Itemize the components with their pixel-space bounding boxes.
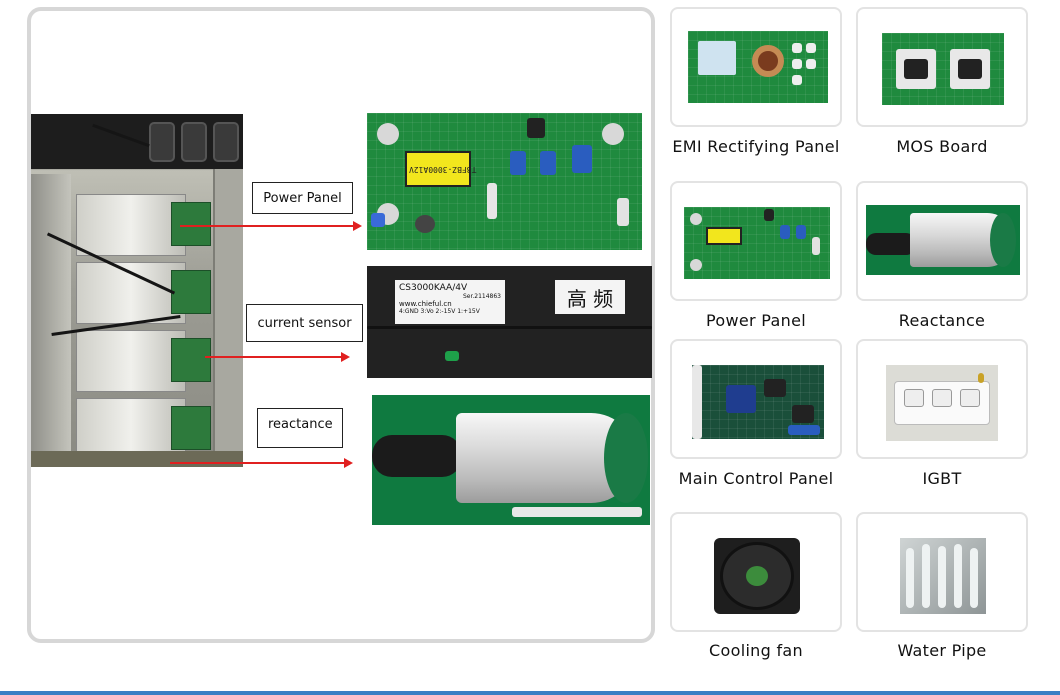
card-emi-rectifying-panel[interactable]: [670, 7, 842, 127]
sensor-model-text: CS3000KAA/4V: [399, 283, 468, 293]
arrow-current-sensor: [205, 356, 342, 358]
card-main-control-panel[interactable]: [670, 339, 842, 459]
card-reactance[interactable]: [856, 181, 1028, 301]
arrow-power-panel: [180, 225, 354, 227]
card-power-panel[interactable]: [670, 181, 842, 301]
current-sensor-photo: CS3000KAA/4V Ser.2114863 www.chieful.cn …: [367, 266, 652, 378]
power-panel-photo: TBFBZ-3000A12V: [367, 113, 642, 250]
label-reactance: Reactance: [898, 311, 986, 330]
sensor-web-text: www.chieful.cn: [399, 300, 452, 308]
label-water-pipe: Water Pipe: [897, 641, 987, 660]
arrow-head-icon: [344, 458, 353, 468]
card-mos-board[interactable]: [856, 7, 1028, 127]
card-cooling-fan[interactable]: [670, 512, 842, 632]
label-power-panel: Power Panel: [706, 311, 806, 330]
label-igbt: IGBT: [922, 469, 962, 488]
card-water-pipe[interactable]: [856, 512, 1028, 632]
callout-current-sensor: current sensor: [246, 304, 363, 342]
sensor-serial-text: Ser.2114863: [462, 293, 501, 300]
arrow-head-icon: [341, 352, 350, 362]
label-cooling-fan: Cooling fan: [709, 641, 803, 660]
reactance-photo: [372, 395, 650, 525]
bottom-divider: [0, 691, 1060, 695]
callout-reactance: reactance: [257, 408, 343, 448]
arrow-head-icon: [353, 221, 362, 231]
sensor-pin-text: 4:GND 3:Vo 2:-15V 1:+15V: [399, 308, 480, 315]
cabinet-photo: [31, 114, 243, 467]
label-emi-rectifying-panel: EMI Rectifying Panel: [672, 137, 840, 156]
card-igbt[interactable]: [856, 339, 1028, 459]
callout-power-panel: Power Panel: [252, 182, 353, 214]
label-mos-board: MOS Board: [896, 137, 988, 156]
sensor-chinese-text: 高 频: [566, 286, 614, 311]
arrow-reactance: [170, 462, 345, 464]
board-model-text: TBFBZ-3000A12V: [409, 165, 477, 174]
label-main-control-panel: Main Control Panel: [678, 469, 834, 488]
